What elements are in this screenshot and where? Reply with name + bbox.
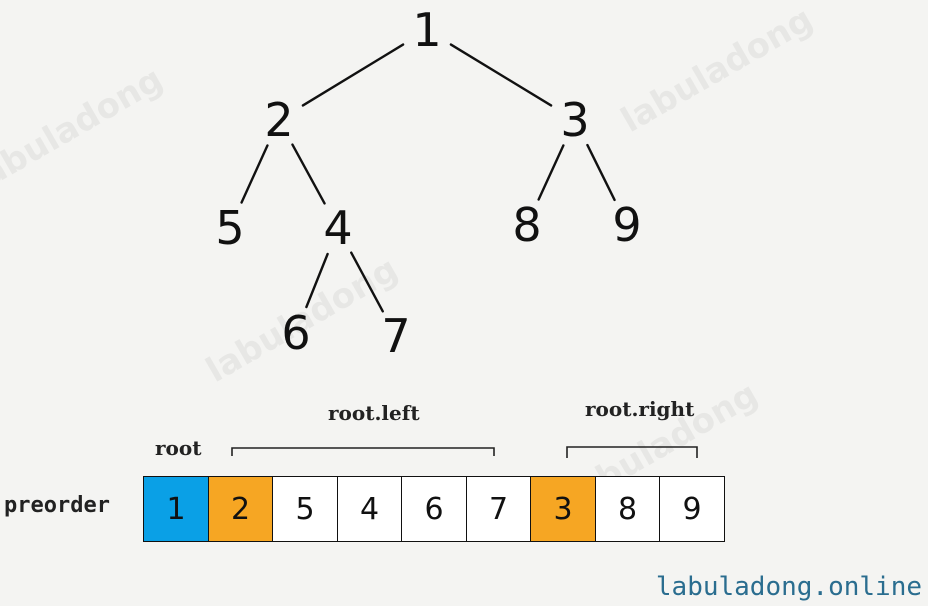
tree-node: 6 xyxy=(281,306,310,360)
array-cell: 2 xyxy=(207,476,274,542)
tree-edge xyxy=(291,143,326,205)
array-cell: 7 xyxy=(465,476,532,542)
root-right-bracket xyxy=(566,446,698,458)
array-cell: 8 xyxy=(594,476,661,542)
root-left-caption: root.left xyxy=(328,401,420,425)
tree-node: 3 xyxy=(560,93,589,147)
tree-edges xyxy=(240,43,616,313)
array-cell: 4 xyxy=(336,476,403,542)
tree-node: 5 xyxy=(215,201,244,255)
array-cell: 5 xyxy=(272,476,338,542)
tree-edge xyxy=(350,251,384,313)
site-footer: labuladong.online xyxy=(655,572,922,602)
root-left-bracket xyxy=(231,447,495,456)
array-cell: 9 xyxy=(659,476,725,542)
tree-edge xyxy=(537,144,565,201)
tree-node: 9 xyxy=(612,198,641,252)
tree-node: 8 xyxy=(512,198,541,252)
tree-nodes: 1 2 3 5 4 8 9 6 7 xyxy=(215,3,641,363)
tree-node: 7 xyxy=(381,309,410,363)
tree-edge xyxy=(301,43,405,107)
tree-edge xyxy=(449,43,553,107)
tree-node: 4 xyxy=(323,201,352,255)
root-caption: root xyxy=(155,436,202,460)
tree-node: 2 xyxy=(264,93,293,147)
tree-node: 1 xyxy=(412,3,441,57)
preorder-label: preorder xyxy=(4,493,110,518)
array-cell: 6 xyxy=(401,476,467,542)
tree-edge xyxy=(240,144,269,204)
array-cell: 3 xyxy=(530,476,596,542)
array-cell: 1 xyxy=(143,476,209,542)
tree-edge xyxy=(305,252,329,309)
root-right-caption: root.right xyxy=(585,397,695,421)
tree-edge xyxy=(586,143,616,202)
